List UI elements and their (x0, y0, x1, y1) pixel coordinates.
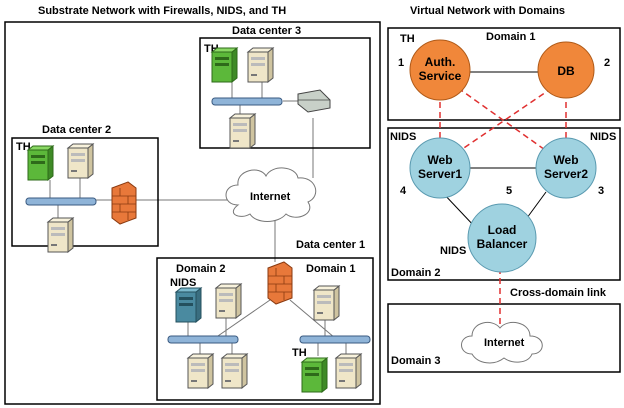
dc3-router-icon (297, 89, 331, 113)
web-server1-node: Web Server1 (409, 137, 471, 199)
dc1-th-label: TH (292, 347, 307, 359)
svg-text:Balancer: Balancer (477, 237, 528, 251)
svg-text:Server2: Server2 (544, 167, 588, 181)
cross-domain-link-label: Cross-domain link (510, 287, 607, 299)
dc1-server-icon-4 (313, 285, 340, 321)
dc1-server-icon-5 (335, 353, 362, 389)
svg-text:Server1: Server1 (418, 167, 462, 181)
dc1-nids-label: NIDS (170, 277, 196, 289)
web2-number: 3 (598, 185, 604, 197)
svg-text:DB: DB (557, 64, 575, 78)
svg-text:Web: Web (427, 153, 452, 167)
dc1-nids-server-icon (175, 287, 202, 323)
dc2-switch-icon (25, 197, 97, 206)
lb-nids-label: NIDS (440, 245, 466, 257)
dc1-server-icon-2 (187, 353, 214, 389)
dc3-server-icon-2 (229, 113, 256, 149)
data-center-1-label: Data center 1 (296, 239, 365, 251)
vn-domain-2-box (387, 127, 621, 281)
load-balancer-node: Load Balancer (467, 203, 537, 273)
svg-text:Service: Service (419, 69, 462, 83)
right-title: Virtual Network with Domains (410, 5, 565, 17)
dc1-server-icon (215, 283, 242, 319)
dc1-firewall-icon (267, 261, 293, 305)
dc1-th-server-icon (301, 357, 328, 393)
db-number: 2 (604, 57, 610, 69)
auth-service-node: Auth. Service (409, 39, 471, 101)
data-center-2-label: Data center 2 (42, 124, 111, 136)
vn-internet-cloud-icon (461, 321, 543, 364)
vn-domain-3-label: Domain 3 (391, 355, 441, 367)
vn-domain-1-box (387, 27, 621, 121)
auth-th-label: TH (400, 33, 415, 45)
web1-nids-label: NIDS (390, 131, 416, 143)
vn-internet-label: Internet (484, 337, 525, 349)
dc3-th-server-icon (211, 47, 238, 83)
dc1-server-icon-3 (221, 353, 248, 389)
db-node: DB (537, 41, 595, 99)
dc1-domain-1-label: Domain 1 (306, 263, 356, 275)
substrate-links (49, 82, 347, 356)
dc2-th-server-icon (27, 145, 54, 181)
data-center-3-label: Data center 3 (232, 25, 301, 37)
vn-domain-2-label: Domain 2 (391, 267, 441, 279)
data-center-2-box (11, 137, 159, 247)
svg-text:Auth.: Auth. (425, 55, 456, 69)
dc2-th-label: TH (16, 141, 31, 153)
svg-text:Web: Web (553, 153, 578, 167)
web2-nids-label: NIDS (590, 131, 616, 143)
lb-number: 5 (506, 185, 512, 197)
dc3-server-icon (247, 47, 274, 83)
web1-number: 4 (400, 185, 407, 197)
internet-cloud-icon (225, 167, 317, 222)
internet-label: Internet (250, 191, 291, 203)
data-center-1-box (156, 257, 374, 401)
vn-domain-3-box (387, 303, 621, 373)
dc1-domain2-switch-icon (167, 335, 239, 344)
svg-text:Load: Load (488, 223, 517, 237)
dc3-switch-icon (211, 97, 283, 106)
dc2-server-icon-2 (47, 217, 74, 253)
dc2-server-icon (67, 143, 94, 179)
dc2-firewall-icon (111, 181, 137, 225)
auth-number: 1 (398, 57, 404, 69)
web-server2-node: Web Server2 (535, 137, 597, 199)
vn-domain-1-label: Domain 1 (486, 31, 536, 43)
data-center-3-box (199, 37, 371, 149)
dc1-domain1-switch-icon (299, 335, 371, 344)
left-title: Substrate Network with Firewalls, NIDS, … (38, 5, 286, 17)
substrate-network-frame (4, 21, 381, 405)
dc1-domain-2-label: Domain 2 (176, 263, 226, 275)
